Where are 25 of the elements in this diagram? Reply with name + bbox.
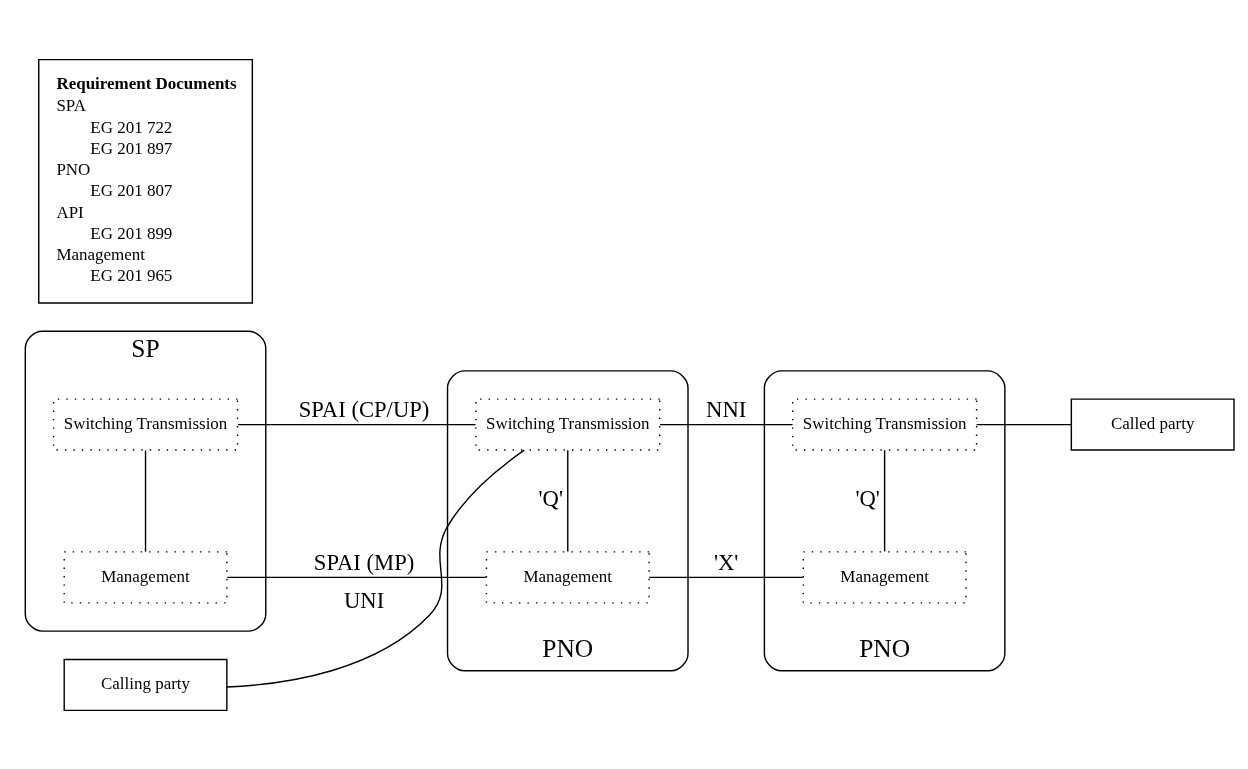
connector <box>226 576 487 578</box>
edge-label: UNI <box>343 587 385 613</box>
node-box: Calling party <box>63 658 228 711</box>
node-box: Switching Transmission <box>791 397 978 451</box>
node-box: Called party <box>1070 397 1235 451</box>
connector <box>883 448 886 552</box>
edge-label: NNI <box>706 396 747 422</box>
connector <box>237 423 477 425</box>
connector <box>567 448 569 552</box>
connector <box>226 448 525 688</box>
node-box: Switching Transmission <box>475 397 661 451</box>
edge-label: SPAI (MP) <box>313 549 415 575</box>
edge-label: 'Q' <box>855 485 880 511</box>
connector <box>144 449 147 552</box>
edge-label: 'Q' <box>538 485 564 511</box>
node-box: Management <box>485 550 650 604</box>
connector <box>975 423 1072 425</box>
node-box: Management <box>802 550 967 604</box>
edge-label: 'X' <box>713 549 739 575</box>
node-box: Switching Transmission <box>52 397 239 451</box>
node-box: Management <box>63 550 228 604</box>
node-box: Requirement Documents SPA EG 201 722 EG 201 897 PNO EG 201 807 API EG 201 899 Management EG 201 965 <box>38 58 254 304</box>
edge-label: SPAI (CP/UP) <box>298 396 430 422</box>
connector <box>648 576 804 578</box>
connector <box>659 423 794 425</box>
